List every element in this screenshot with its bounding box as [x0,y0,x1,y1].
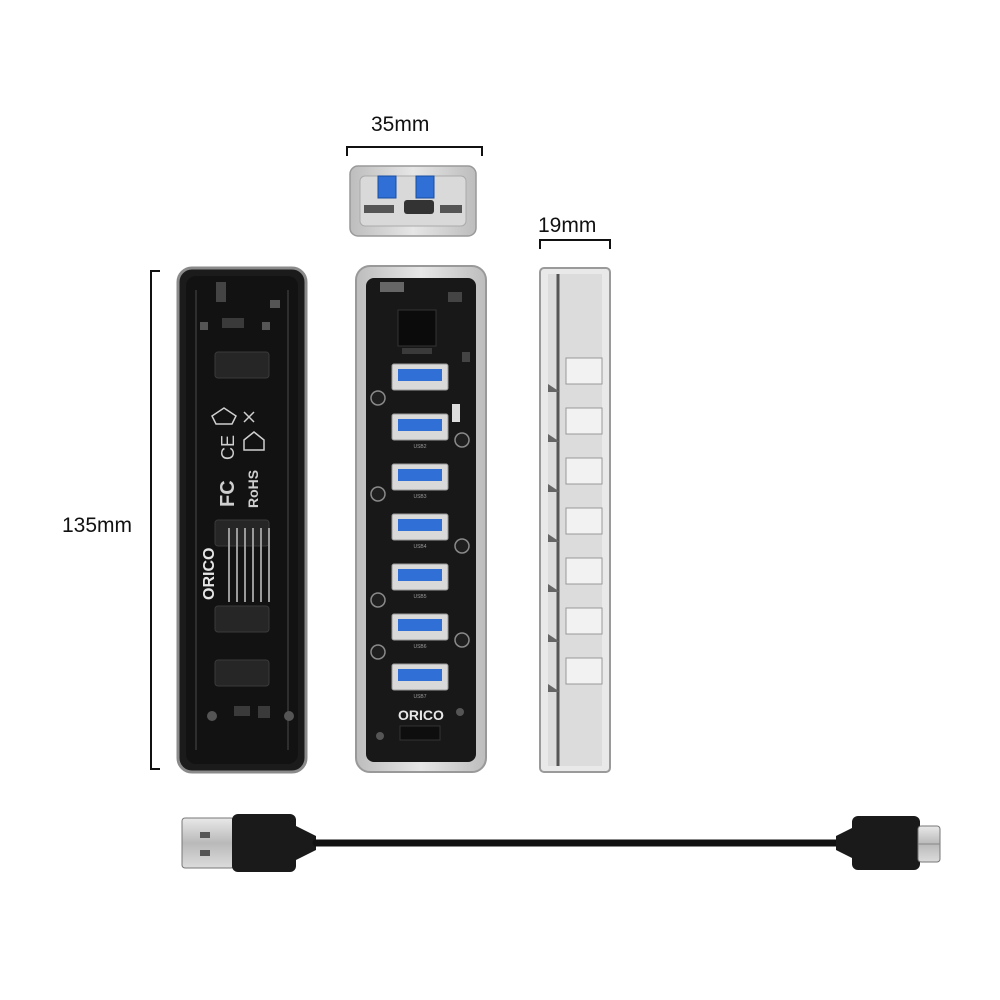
capacitor [454,432,470,448]
micro-b-plug-housing [852,816,920,870]
usb-port-label: USB6 [413,644,426,650]
usb-a-plug-housing [232,814,296,872]
rohs-mark: RoHS [245,470,261,508]
weee-icon [211,407,237,425]
side-port-profile [565,457,603,485]
controller-chip [397,309,437,347]
side-notch [548,434,560,442]
height-dimension-bracket [150,270,160,770]
usb-port-label: USB7 [413,694,426,700]
side-notch [548,534,560,542]
side-port-profile [565,657,603,685]
indoor-use-icon [243,431,265,451]
capacitor [370,592,386,608]
ce-mark: CE [218,435,238,460]
side-notch [548,384,560,392]
side-port-profile [565,357,603,385]
side-notch [548,634,560,642]
capacitor [370,486,386,502]
fc-mark: FC [217,480,239,507]
side-port-profile [565,607,603,635]
usb-port-label: USB2 [413,444,426,450]
side-port-profile [565,407,603,435]
width-dimension-bracket [346,146,483,156]
side-notch [548,684,560,692]
capacitor [370,644,386,660]
usb-port-label: USB3 [413,494,426,500]
usb-port-tongue [398,669,442,681]
depth-dimension-bracket [539,239,611,249]
usb-port-label: USB4 [413,544,426,550]
capacitor [370,390,386,406]
power-led [452,404,460,422]
usb-port-tongue [398,419,442,431]
end-usb3-port-icon [377,175,397,199]
usb-port-tongue [398,369,442,381]
hub-end-view [349,165,477,237]
micro-b-input-port-icon [404,200,434,214]
bin-crossed-icon [243,411,255,423]
usb-port-tongue [398,469,442,481]
front-orico-logo: ORICO [398,707,444,723]
side-notch [548,584,560,592]
height-dimension-label: 135mm [62,514,133,537]
capacitor [454,632,470,648]
back-orico-logo: ORICO [201,548,218,600]
depth-dimension-label: 19mm [538,214,597,237]
usb-port-tongue [398,619,442,631]
side-port-profile [565,507,603,535]
hub-side-view [539,267,611,773]
usb-port-tongue [398,519,442,531]
side-port-profile [565,557,603,585]
end-usb3-port-icon [415,175,435,199]
side-notch [548,484,560,492]
width-dimension-label: 35mm [371,113,430,136]
usb-port-tongue [398,569,442,581]
hub-back-view: FC CE RoHS ORICO [176,266,308,774]
usb-a-plug-icon [181,817,235,869]
capacitor [454,538,470,554]
usb-port-label: USB5 [413,594,426,600]
usb-cable [181,814,941,872]
